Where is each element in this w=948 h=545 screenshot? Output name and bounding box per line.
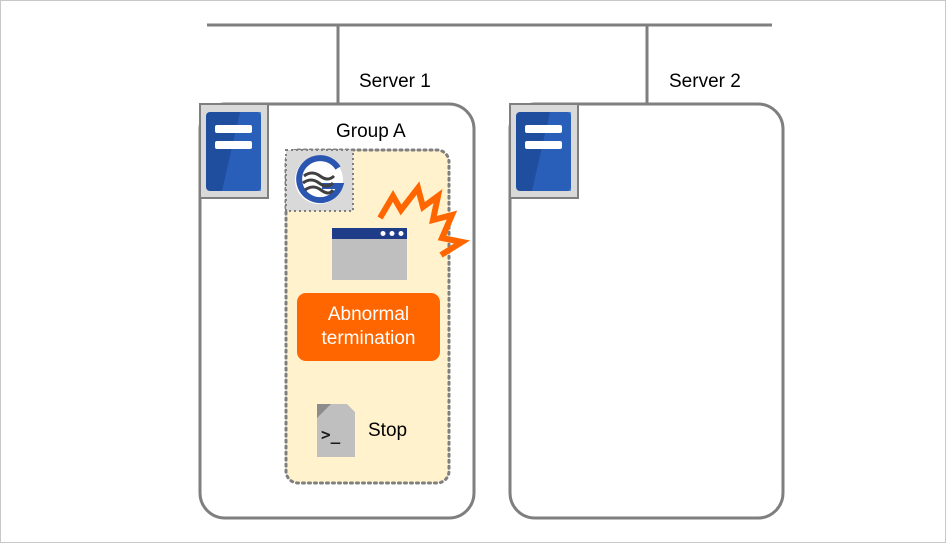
server1-label: Server 1 — [359, 71, 431, 92]
clusterpro-logo-icon — [285, 149, 354, 212]
status-badge-label: Abnormal termination — [321, 304, 416, 349]
script-file-icon: >_ — [317, 404, 355, 457]
script-label: Stop — [368, 420, 408, 441]
server2-box — [508, 102, 785, 520]
server-icon — [199, 103, 269, 199]
status-badge: Abnormal termination — [297, 293, 440, 361]
application-window-icon — [332, 228, 407, 280]
server2-label: Server 2 — [669, 71, 741, 92]
lightning-alert-icon — [377, 181, 471, 258]
server-icon — [509, 103, 579, 199]
svg-text:>_: >_ — [321, 425, 341, 444]
group-label: Group A — [336, 121, 406, 142]
